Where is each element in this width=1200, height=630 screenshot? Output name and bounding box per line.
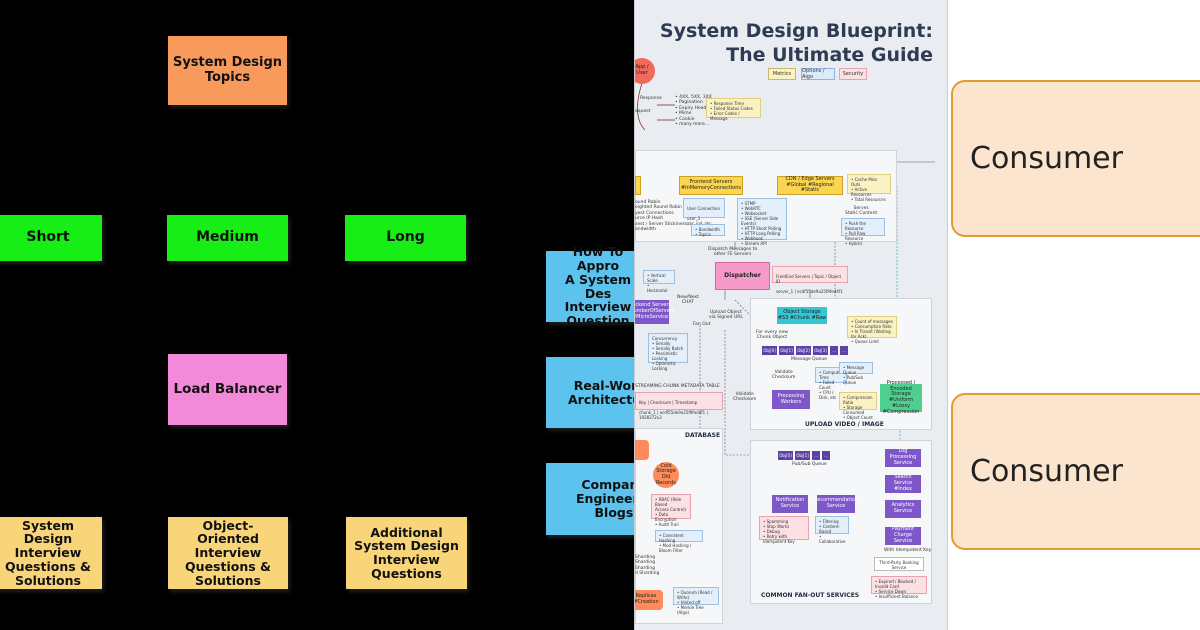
frontend-servers-node[interactable]: Frontend Servers #InMemoryConnections	[679, 176, 743, 195]
queue-metrics: • Count of messages • Consumption Rate •…	[847, 316, 897, 344]
difficulty-long[interactable]: Long	[345, 215, 466, 261]
dispatcher-node[interactable]: Dispatcher	[715, 262, 770, 290]
hashing-note: • Consistent Hashing • Mod Hashing / Blo…	[655, 530, 703, 553]
response-label: Response	[640, 96, 662, 101]
side-note-approach[interactable]: How To Appro A System Des Interview Ques…	[546, 245, 634, 327]
side-note-architecture[interactable]: Real-Worl Architectur	[546, 357, 634, 428]
payment-errors-note: • Expired / Blocked / Invalid Card • Ser…	[871, 576, 927, 599]
legend-options: Options / Algo	[801, 68, 835, 80]
serves-label: Serves Static Content	[845, 206, 878, 217]
streaming-table-label: STREAMING CHUNK METADATA TABLE	[635, 384, 720, 389]
replicas-node[interactable]: Replicas #Creation	[635, 590, 663, 610]
serves-list: • Push the Resource • Pull Raw Resource …	[841, 218, 885, 246]
consumer-box-1[interactable]: Consumer	[951, 80, 1200, 237]
response-list: • 4XX, 5XX, 3XX • Pagination • Expiry He…	[675, 95, 714, 127]
side-note-blogs[interactable]: Company Engineerin Blogs	[546, 463, 634, 535]
resource-note-oop[interactable]: Object-Oriented Interview Questions & So…	[168, 517, 288, 589]
consumer-box-2[interactable]: Consumer	[951, 393, 1200, 550]
queue-cell: ...	[840, 346, 848, 355]
legend-metrics: Metrics	[768, 68, 796, 80]
message-queue-cells: Obj[0] Obj[1] Obj[2] Obj[3] ... ...	[762, 346, 848, 355]
dispatch-label: Dispatch Messages to other FE Servers	[708, 247, 758, 258]
recommendation-notes: • Filtering • Content-Based • Collaborat…	[815, 516, 849, 544]
queue-cell: Obj[2]	[796, 346, 811, 355]
sharding-list: Sharding Sharding Sharding d Sharding	[635, 555, 660, 577]
queue-cell: Obj[0]	[762, 346, 777, 355]
blueprint-title-line1: System Design Blueprint:	[659, 20, 933, 42]
upload-label: Upload Object via Signed URL	[709, 310, 743, 321]
upload-section-label: UPLOAD VIDEO / IMAGE	[805, 421, 884, 428]
dispatcher-table: FrontEnd Servers | Topic / Object ID ser…	[772, 266, 848, 294]
search-service-node[interactable]: Search Service #Index	[885, 475, 921, 493]
cdn-metrics: • Cache Miss Outs • Active Resources • T…	[847, 174, 891, 202]
quorum-note: • Quorum (Read / Write) • Hinted off • M…	[673, 587, 719, 615]
queue-cell: Obj[1]	[779, 346, 794, 355]
response-metrics: • Response Time • Failed Status Codes • …	[706, 98, 761, 121]
client-node[interactable]: App / User	[635, 58, 655, 84]
pubsub-cell: ...	[812, 451, 820, 460]
message-queue-label: Message Queue	[791, 357, 827, 362]
mindmap-panel: System Design Topics Short Medium Long L…	[0, 0, 634, 630]
backend-servers-node[interactable]: Backend Servers #NumberOfServers #MicroS…	[635, 300, 675, 324]
fan-out-label: Fan Out	[693, 322, 711, 327]
security-note: • RBAC (Role Based Access Control) • Dat…	[651, 494, 691, 527]
fanout-section-label: COMMON FAN-OUT SERVICES	[761, 592, 860, 599]
database-label: DATABASE	[685, 432, 721, 439]
concurrency-note: Concurrency • Serially • Serially Batch …	[648, 333, 688, 371]
notification-notes: • Spamming • Stop Works • Debug • Retry …	[759, 516, 809, 544]
blueprint-title-line2: The Ultimate Guide	[726, 44, 933, 66]
queue-cell: Obj[3]	[813, 346, 828, 355]
processing-workers-node[interactable]: Processing Workers	[772, 390, 810, 409]
idempotent-label: With Idempotent Key	[884, 548, 932, 553]
load-balancer-note[interactable]: Load Balancer	[168, 354, 287, 425]
consumer-panel: Consumer Consumer	[948, 0, 1200, 630]
every-chunk-label: For every new Chunk Object	[756, 330, 788, 341]
validate-checksum-label: Validate Checksum	[772, 370, 796, 381]
validate-checksum-label-2: Validate Checksum	[733, 392, 757, 403]
edge-stub-node[interactable]	[635, 176, 641, 195]
analytics-node[interactable]: Analytics Service	[885, 500, 921, 518]
queue-cell: ...	[830, 346, 838, 355]
protocols-list: • STMP • WebRTC • Websocket • SSE (Serve…	[737, 198, 787, 246]
pubsub-cell: Obj[1]	[795, 451, 810, 460]
pubsub-cell: Obj[0]	[778, 451, 793, 460]
difficulty-medium[interactable]: Medium	[167, 215, 288, 261]
topics-note[interactable]: System Design Topics	[168, 36, 287, 105]
consumer-label: Consumer	[970, 141, 1123, 176]
scale-note: • Vertical Scale • Horizontal	[643, 270, 675, 293]
user-connection-table: User Connection user_1 abc_ind_abc	[683, 198, 725, 226]
notification-node[interactable]: Notification Service	[772, 495, 808, 513]
db-node[interactable]	[635, 440, 649, 460]
resource-note-system-design[interactable]: System Design Interview Questions & Solu…	[0, 517, 102, 589]
pubsub-cell: ...	[822, 451, 830, 460]
difficulty-short[interactable]: Short	[0, 215, 102, 261]
object-storage-node[interactable]: Object Storage #S3 #Chunk #Raw	[777, 307, 827, 324]
cdn-node[interactable]: CDN / Edge Servers #Global #Regional #St…	[777, 176, 843, 195]
request-label: equest	[635, 109, 651, 114]
third-party-node[interactable]: Third-Party Banking Service	[874, 557, 924, 571]
blueprint-panel: System Design Blueprint: The Ultimate Gu…	[634, 0, 948, 630]
consumer-label: Consumer	[970, 454, 1123, 489]
streaming-table: Key | Checksum | Timestamp chunk_1 | ecd…	[635, 392, 723, 420]
compression-note: • Compression Ratio • Storage Consumed •…	[839, 392, 877, 420]
legend-security: Security	[839, 68, 867, 80]
log-processing-node[interactable]: Log Processing Service	[885, 449, 921, 467]
resource-note-additional[interactable]: Additional System Design Interview Quest…	[346, 517, 467, 589]
pubsub-label: Pub/Sub Queue	[792, 462, 827, 467]
lb-algorithms: ound Robin eighted Round Robin yest Conn…	[635, 200, 688, 232]
payment-node[interactable]: Payment Charge Service	[885, 527, 921, 545]
processed-storage-node[interactable]: Processed / Encoded Storage #Uniform #Lo…	[880, 380, 922, 414]
queue-types-note: • Message Queue • Pub/Sub Queue	[839, 362, 873, 385]
bandwidth-note: • Bandwidth • Topics	[691, 224, 725, 237]
pubsub-cells: Obj[0] Obj[1] ... ...	[778, 451, 830, 460]
new-next-label: New/Next CHAT	[677, 295, 699, 306]
recommendation-node[interactable]: Recommendation Service	[814, 495, 858, 513]
cold-storage-node[interactable]: Cold Storage Old Records	[653, 462, 679, 488]
